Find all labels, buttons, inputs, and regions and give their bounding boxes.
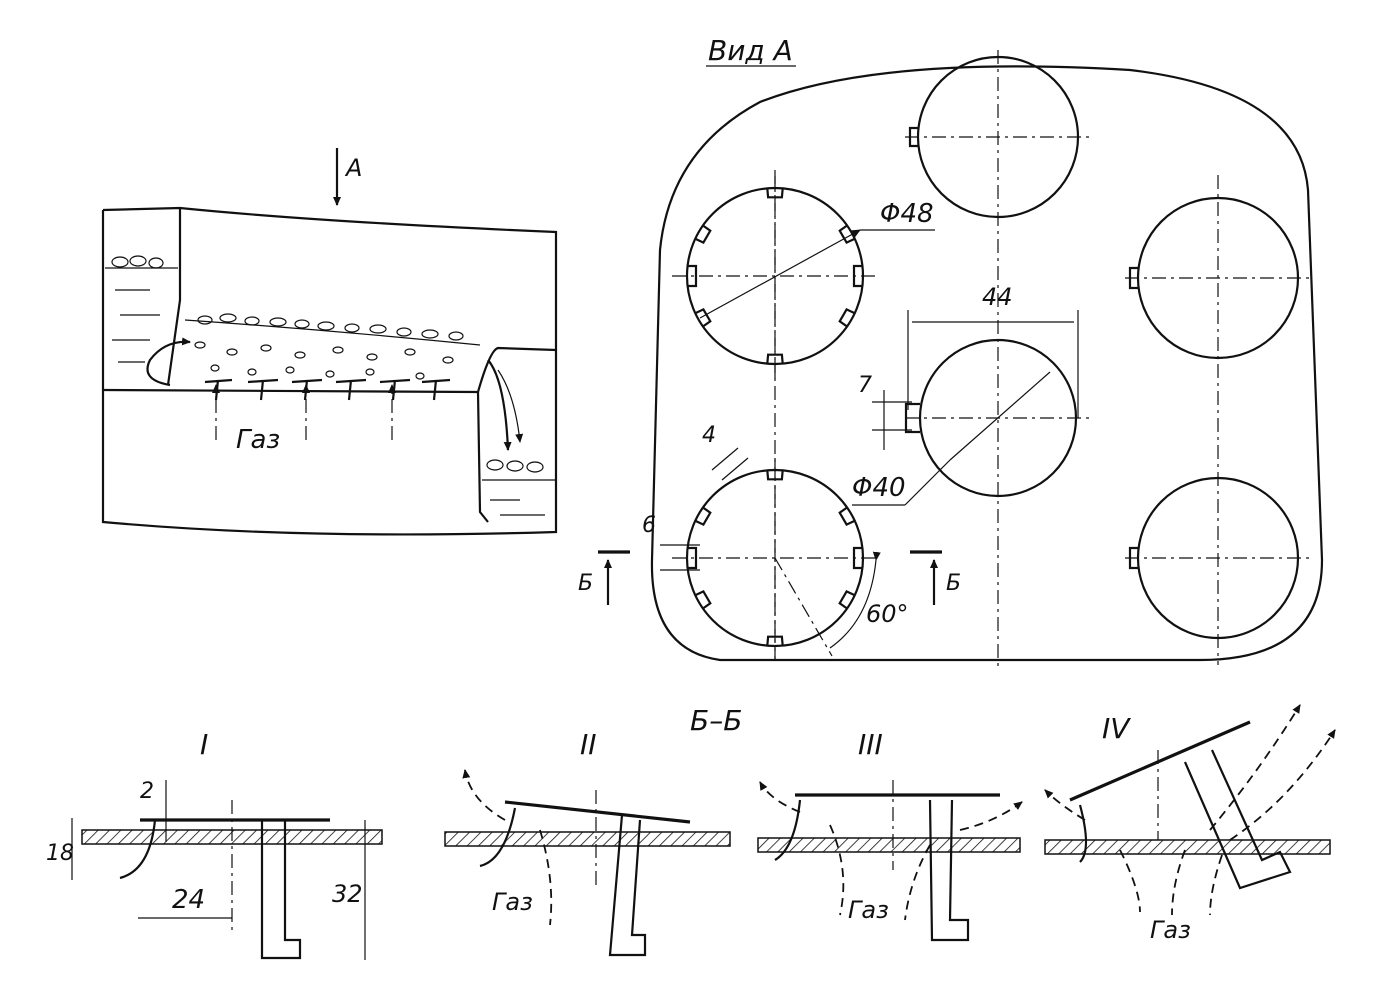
dim-d48: Φ48 xyxy=(880,199,934,229)
lower-disc-side-notch xyxy=(687,546,698,570)
section-title: Б–Б xyxy=(690,704,742,737)
slotted-disc-lower xyxy=(672,458,880,660)
section-mark-left: Б xyxy=(578,571,593,596)
view-a-arrow-label: А xyxy=(344,154,362,182)
upper-disc-slot xyxy=(838,224,856,245)
slotted-disc-upper xyxy=(672,176,880,380)
position-1: I 18 24 32 2 xyxy=(46,728,383,960)
valve-disc-right-lower xyxy=(1125,476,1310,640)
lower-disc-slot xyxy=(766,635,784,646)
lower-disc-slot xyxy=(838,589,856,610)
gas-arrows xyxy=(212,384,396,440)
bubbles xyxy=(111,255,544,473)
gas-label-scheme: Газ xyxy=(236,425,280,455)
dim-18: 18 xyxy=(46,841,74,866)
dim-6: 6 xyxy=(642,513,656,538)
gas-label-4: Газ xyxy=(1150,916,1191,944)
upper-disc-slot xyxy=(838,307,856,328)
upper-disc-slot xyxy=(766,188,784,199)
roman-3: III xyxy=(858,728,883,761)
gas-label-3: Газ xyxy=(848,896,889,924)
gas-label-2: Газ xyxy=(492,888,533,916)
dim-24: 24 xyxy=(172,885,205,915)
view-a-plate: Вид А xyxy=(578,34,1324,670)
upper-disc-slot xyxy=(694,307,712,328)
plate-outline xyxy=(650,65,1324,662)
upper-disc-side-notch xyxy=(687,264,698,288)
dim-32: 32 xyxy=(332,880,363,908)
dim-4: 4 xyxy=(702,423,716,448)
valve-disc-top xyxy=(905,55,1092,219)
dim-2: 2 xyxy=(140,779,154,804)
view-a-title: Вид А xyxy=(708,34,793,67)
roman-1: I xyxy=(200,728,208,761)
lower-disc-slot xyxy=(766,470,784,481)
lower-disc-slot xyxy=(694,589,712,610)
dim-60deg: 60° xyxy=(866,600,909,628)
upper-disc-slot xyxy=(766,353,784,364)
upper-disc-slot xyxy=(694,224,712,245)
lower-disc-slot xyxy=(694,506,712,527)
valve-disc-right-upper xyxy=(1125,196,1310,360)
position-2: II Газ xyxy=(444,728,731,957)
position-4: IV Газ xyxy=(1044,704,1336,944)
upper-disc-side-notch xyxy=(852,264,863,288)
section-mark-right: Б xyxy=(946,571,961,596)
lower-disc-side-notch xyxy=(852,546,863,570)
position-3: III Газ xyxy=(757,728,1023,942)
roman-2: II xyxy=(580,728,597,761)
lower-disc-slot xyxy=(838,506,856,527)
dim-d40: Φ40 xyxy=(852,473,906,503)
roman-4: IV xyxy=(1102,712,1131,745)
dim-7: 7 xyxy=(858,373,872,398)
dim-44: 44 xyxy=(982,283,1013,311)
tray-scheme: Газ А xyxy=(101,148,558,536)
